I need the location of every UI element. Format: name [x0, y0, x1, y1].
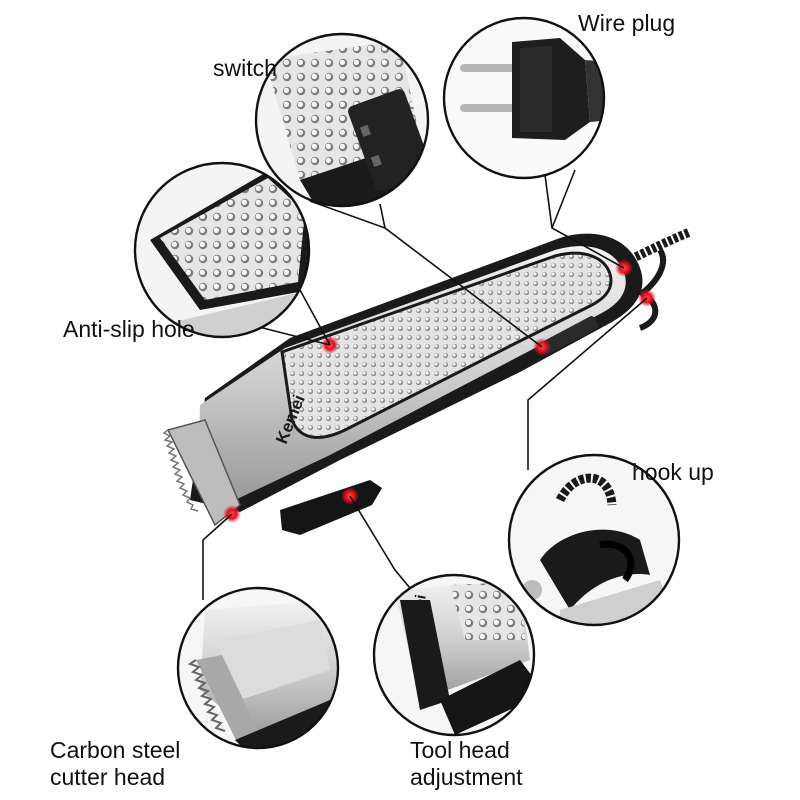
anti-slip-panel — [280, 251, 613, 439]
cutter-teeth — [162, 429, 199, 512]
label-carbon-steel-line2: cutter head — [50, 764, 166, 790]
label-wire-plug: Wire plug — [578, 10, 676, 36]
label-carbon-steel-line1: Carbon steel — [50, 737, 181, 763]
clipper-main-image: Kemei — [162, 227, 692, 535]
switch-strip — [541, 316, 599, 354]
label-switch: switch — [213, 55, 277, 81]
tool-head-lever — [280, 480, 382, 535]
label-hook-up: hook up — [632, 459, 714, 485]
callout-tool-head-detail: Kemei — [372, 573, 536, 737]
cutter-head — [166, 419, 241, 527]
label-tool-head-line1: Tool head — [410, 737, 510, 763]
label-anti-slip-hole: Anti-slip hole — [63, 316, 195, 342]
callout-switch-detail — [254, 32, 430, 208]
callout-wire-plug-detail — [442, 16, 606, 180]
callout-cutter-detail — [176, 586, 340, 750]
callout-hook-detail — [507, 453, 681, 627]
label-tool-head-line2: adjustment — [410, 764, 523, 790]
